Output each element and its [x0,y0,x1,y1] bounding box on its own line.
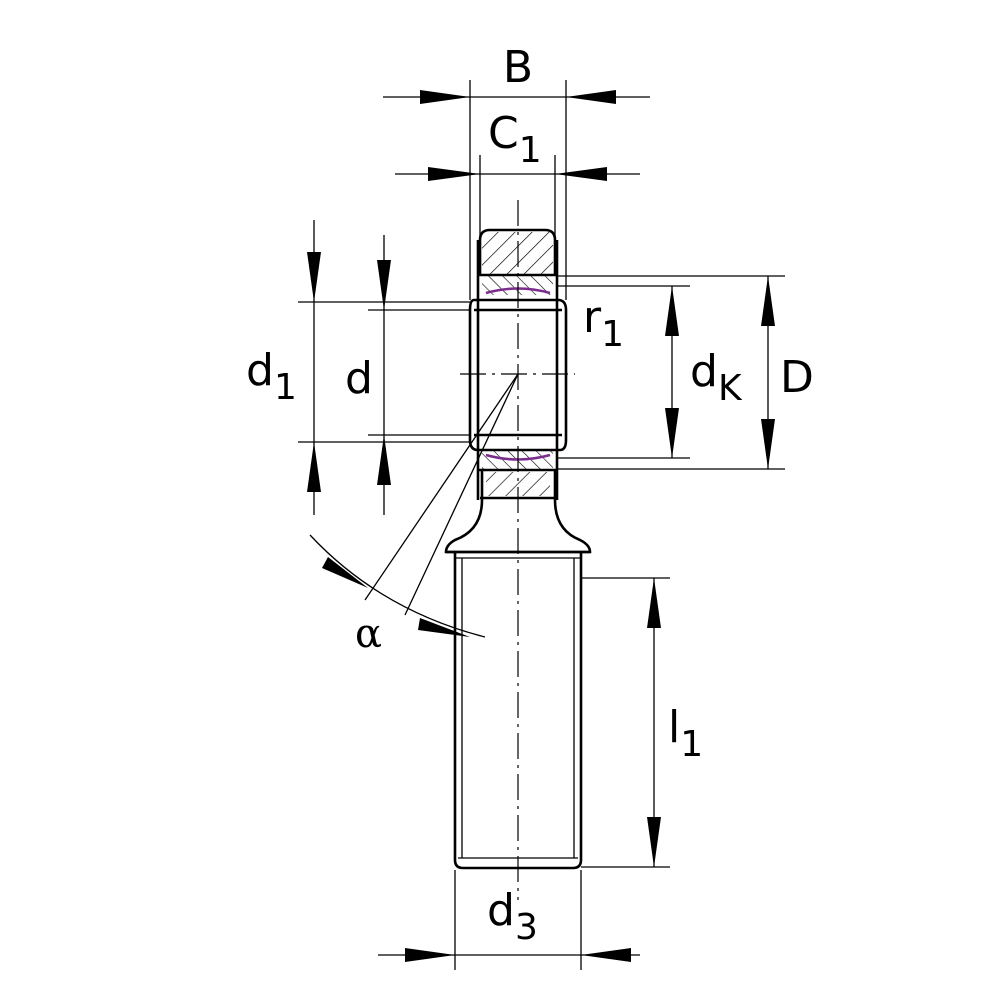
label-c1-sub: 1 [519,130,542,171]
label-l1-sub: 1 [680,724,703,765]
label-d-outer: D [780,352,814,403]
svg-text:d1: d1 [246,345,297,408]
dimension-d: d [345,235,470,515]
svg-text:C1: C1 [488,108,542,171]
label-d3-sub: 3 [515,907,538,948]
label-r1-sub: 1 [601,314,624,355]
dimension-b: B [383,42,650,300]
dimension-d-outer: D [557,275,814,470]
svg-text:l1: l1 [668,702,703,765]
svg-text:r1: r1 [583,292,624,355]
label-l1-main: l [668,702,680,753]
label-r1-main: r [583,292,602,343]
svg-text:d3: d3 [487,885,538,948]
label-b: B [503,42,533,93]
svg-text:dK: dK [690,346,743,409]
label-alpha: α [355,611,382,657]
label-d: d [345,353,373,404]
label-dk-main: d [690,346,718,397]
label-d1-sub: 1 [274,367,297,408]
label-d3-main: d [487,885,515,936]
dimension-dk: dK [557,285,743,459]
dimension-c1: C1 [395,108,640,240]
dimension-r1: r1 [583,292,624,355]
label-d1-main: d [246,345,274,396]
dimension-l1: l1 [581,577,703,868]
label-c1-main: C [488,108,519,159]
dimension-d3: d3 [378,870,640,970]
label-dk-sub: K [718,368,743,409]
dimension-alpha: α [309,373,519,657]
